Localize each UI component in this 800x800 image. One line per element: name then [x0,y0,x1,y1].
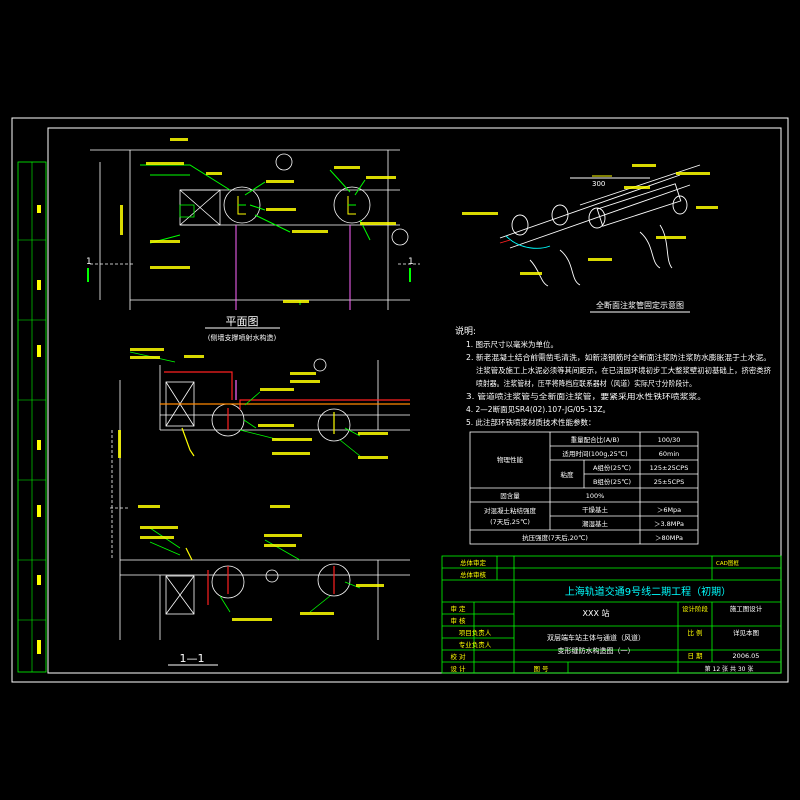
cad-frame-label: CAD图框 [716,559,739,567]
station-name: XXX 站 [583,608,610,618]
section-view [110,358,410,640]
stage-label: 设计阶段 [682,604,709,613]
isometric-caption: 全断面注浆管固定示意图 [596,300,684,310]
spec-sub-a: A组份(25℃) [593,463,631,472]
spec-item-dry: 干燥基土 [582,505,609,514]
spec-value-solids: 100% [586,492,605,500]
plan-view-colored [140,164,371,310]
plan-section-marks: 1 1 [86,257,414,282]
spec-table [469,431,699,545]
isometric-annotation-marks [462,164,718,275]
notes-line-1: 1. 图示尺寸以毫米为单位。 [466,339,558,349]
spec-group-bond: 对混凝土粘结强度 [484,506,537,515]
spec-sub-b: B组份(25℃) [593,477,631,486]
spec-item-ratio: 重量配合比(A/B) [571,435,620,444]
scale-label: 比 例 [687,628,702,637]
project-name: 上海轨道交通9号线二期工程（初期） [565,585,731,598]
notes-line-4: 喷射器。注浆管材，压平将降档应联系器材（风道）实际尺寸分阶段计。 [476,378,696,388]
row-approve: 审 定 [450,604,466,613]
plan-section-mark-right: 1 [408,257,414,267]
row-review: 审 核 [450,616,466,625]
scale-value: 详见本图 [733,628,759,637]
sheet-number: 第 12 张 共 30 张 [705,665,754,673]
spec-value-dry: ＞6Mpa [657,506,681,514]
section-view-colored [129,351,410,613]
row-design: 设 计 [450,664,466,673]
plan-subtitle: (侧墙支撑喷射水构造) [208,333,277,342]
notes-heading: 说明: [455,325,476,337]
outer-frame [11,117,789,683]
notes-line-2: 2. 新老混凝土结合前需凿毛清洗，如新浇钢筋时全断面注浆防注浆防水膨胀混于土水泥… [466,352,771,362]
section-view-title: 1—1 [168,652,218,666]
section-title: 1—1 [180,652,205,665]
plan-section-mark-left: 1 [86,257,92,267]
spec-value-a: 125±25CPS [650,464,689,472]
notes-line-3: 注浆管及施工上水泥必须等其间距示，在已浇固环境初步工大整浆壁初初基础上，挤密类挤 [476,365,771,375]
left-strip [17,161,47,673]
spec-item-wet: 潮湿基土 [582,519,609,528]
date-value: 2006.05 [733,652,760,660]
isometric-dim: 300 [592,180,605,188]
notes-line-6: 4. 2—2断面见SR4(02).107-JG/05-13Z。 [466,404,610,414]
notes-line-7: 5. 此注部环铁喷浆材质技术性能参数： [466,417,596,427]
row-project-lead: 项目负责人 [459,628,492,637]
review-label-1: 总体审定 [460,558,487,567]
review-label-2: 总体审核 [460,570,487,579]
plan-annotation-marks [120,138,396,303]
plan-title: 平面图 [226,315,259,328]
notes-line-5: 3. 管道喷注浆管与全新面注浆管，要紧采用水性铁环喷浆浆。 [466,391,706,401]
spec-group-bond-2: (7天后,25℃) [490,517,530,526]
spec-item-viscosity: 粘度 [561,470,575,479]
drawing-title-1: 双层端车站主体与通道（风道） [547,633,645,642]
title-block-text: 总体审定 总体审核 CAD图框 上海轨道交通9号线二期工程（初期） XXX 站 … [450,558,762,673]
title-block [441,555,782,674]
row-check: 校 对 [450,652,466,661]
spec-group-compressive: 抗压强度(7天后,20℃) [522,533,588,542]
spec-value-wet: ＞3.8MPa [654,520,684,528]
stage-value: 施工图设计 [730,604,763,613]
row-discipline-lead: 专业负责人 [459,640,492,649]
notes-block: 说明: 1. 图示尺寸以毫米为单位。 2. 新老混凝土结合前需凿毛清洗，如新浇钢… [455,325,771,427]
spec-value-compressive: ＞80MPa [655,534,683,542]
inner-frame [47,127,782,674]
date-label: 日 期 [687,652,703,660]
plan-view [90,149,420,310]
section-annotation-marks [118,348,388,621]
plan-view-title: 平面图 (侧墙支撑喷射水构造) [205,315,280,342]
drawing-title-2: 变形缝防水构造图（一） [558,646,635,655]
isometric-title: 全断面注浆管固定示意图 [590,300,690,313]
spec-table-text: 物理性能 重量配合比(A/B) 100/30 适用时间(100g,25℃) 60… [484,435,688,542]
spec-value-ratio: 100/30 [658,436,681,444]
spec-group-solids: 固含量 [500,491,520,500]
spec-group-physical: 物理性能 [497,455,524,464]
spec-value-b: 25±5CPS [654,478,684,486]
spec-item-pot-life: 适用时间(100g,25℃) [562,449,627,458]
spec-value-pot-life: 60min [659,450,680,458]
drawing-no-label: 图 号 [533,665,549,673]
isometric-view [499,164,701,287]
